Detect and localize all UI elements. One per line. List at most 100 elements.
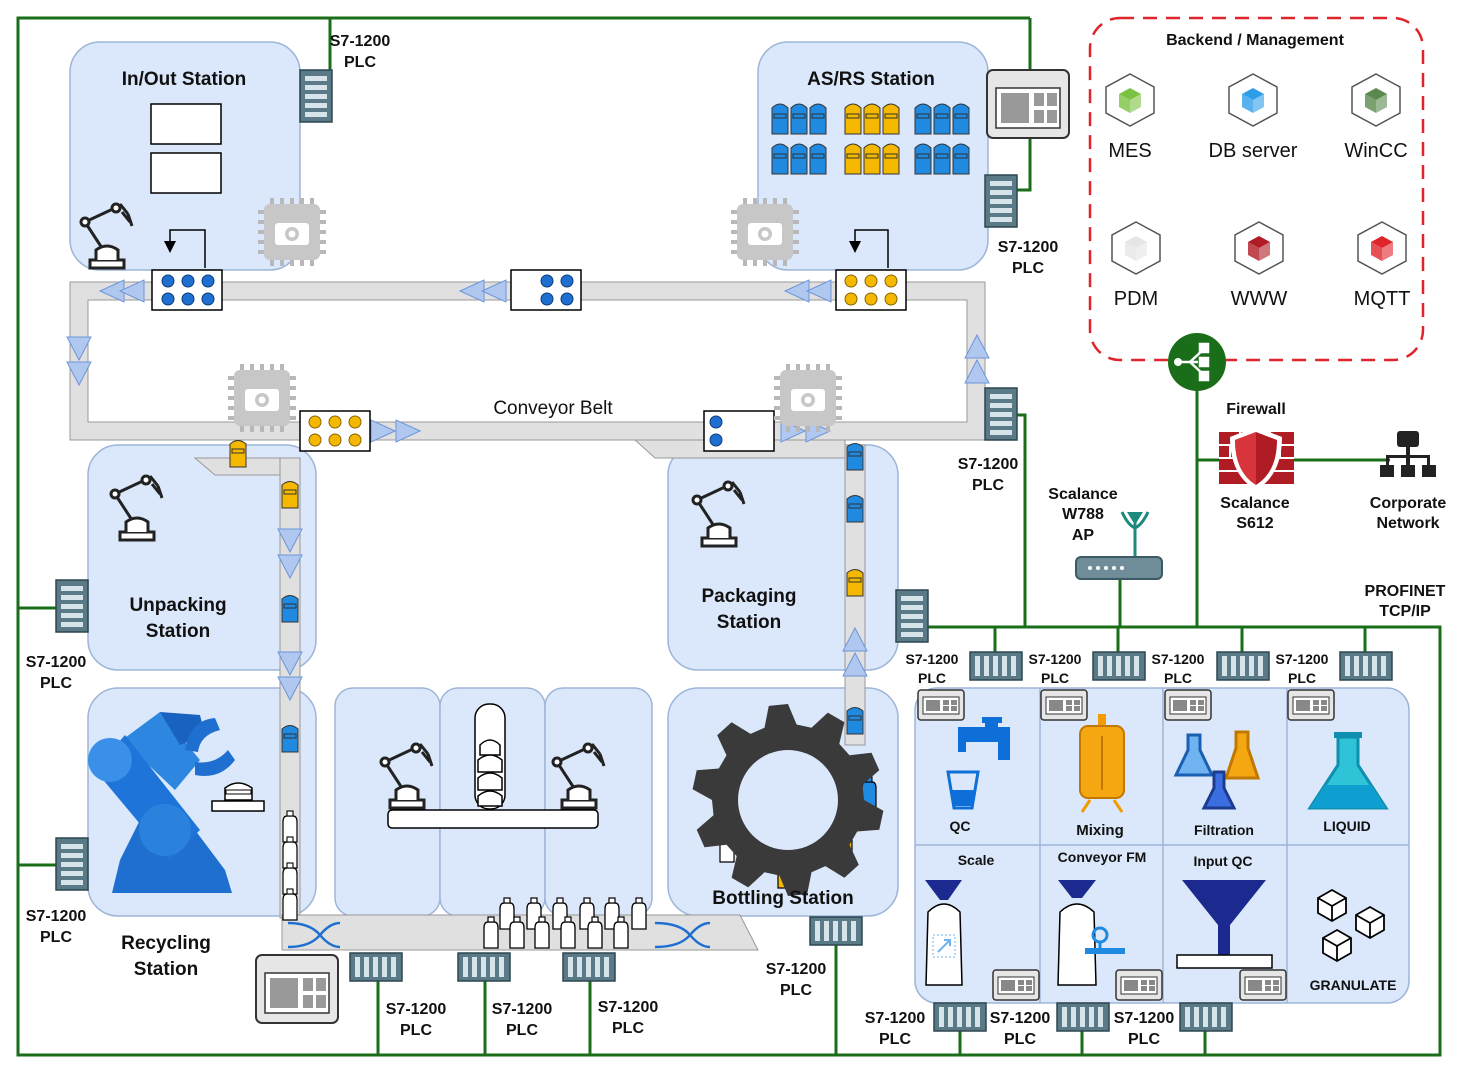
hmi-panel-icon[interactable] [992, 969, 1040, 1001]
plc-icon[interactable] [1216, 651, 1270, 681]
plc-label: PLC [1012, 260, 1044, 277]
plc-icon[interactable] [1339, 651, 1393, 681]
inout-station-label: In/Out Station [122, 69, 247, 90]
cubes-icon [1317, 888, 1385, 963]
module-label: Input QC [1193, 853, 1252, 869]
robot-arm-icon [551, 742, 606, 810]
camera-icon [774, 364, 842, 432]
corporate-label-1: Corporate [1370, 495, 1447, 512]
container-icon [844, 103, 862, 135]
plc-label: PLC [972, 477, 1004, 494]
container-icon [281, 481, 299, 509]
plc-label: PLC [506, 1022, 538, 1039]
carrier-asrs [835, 269, 907, 311]
plc-icon[interactable] [55, 579, 89, 633]
plc-label: PLC [40, 929, 72, 946]
firewall-label: Firewall [1226, 401, 1286, 418]
hmi-panel-icon[interactable] [917, 689, 965, 721]
wifi-ap-icon[interactable] [1075, 511, 1163, 580]
hmi-panel-icon[interactable] [1115, 969, 1163, 1001]
server-cube-icon[interactable] [1228, 73, 1278, 127]
scalance-w788-label-3: AP [1072, 527, 1095, 544]
plc-label: S7-1200 [492, 1001, 553, 1018]
hmi-panel-icon[interactable] [1239, 969, 1287, 1001]
faucet-icon [946, 717, 1010, 810]
gear-icon [692, 704, 884, 896]
conveyor-belt-label: Conveyor Belt [493, 398, 613, 419]
firewall-icon[interactable] [1219, 427, 1294, 490]
plc-label: S7-1200 [958, 456, 1019, 473]
plc-icon[interactable] [984, 174, 1018, 228]
packaging-label-2: Station [717, 612, 781, 633]
server-cube-icon[interactable] [1357, 221, 1407, 275]
plc-icon[interactable] [809, 916, 863, 946]
inout-transfer-arrow [164, 229, 206, 268]
corporate-label-2: Network [1376, 515, 1439, 532]
plc-icon[interactable] [1056, 1002, 1110, 1032]
assembly-cell [387, 703, 599, 829]
robot-arm-icon [109, 474, 164, 542]
scalance-s612-label-1: Scalance [1220, 495, 1289, 512]
container-icon [863, 103, 881, 135]
server-cube-icon[interactable] [1351, 73, 1401, 127]
plc-label: PLC [780, 982, 812, 999]
packaging-label-1: Packaging [701, 586, 796, 607]
container-icon [844, 143, 862, 175]
backend-item-label: MES [1108, 140, 1151, 162]
network-icon[interactable] [1380, 431, 1436, 477]
plc-label: S7-1200 [906, 651, 959, 667]
module-label: GRANULATE [1310, 977, 1397, 993]
hub-icon[interactable] [1168, 333, 1226, 391]
funnel-icon [1176, 880, 1273, 969]
plc-label: PLC [1288, 670, 1316, 686]
plc-label: S7-1200 [1029, 651, 1082, 667]
plc-icon[interactable] [1179, 1002, 1233, 1032]
plc-icon[interactable] [895, 589, 929, 643]
flowmeter-icon [1057, 880, 1125, 986]
server-cube-icon[interactable] [1105, 73, 1155, 127]
robot-arm-icon [379, 742, 434, 810]
asrs-transfer-arrow [849, 229, 889, 268]
unpacking-label-2: Station [146, 621, 210, 642]
plc-icon[interactable] [349, 952, 403, 982]
server-cube-icon[interactable] [1111, 221, 1161, 275]
server-cube-icon[interactable] [1234, 221, 1284, 275]
container-icon [771, 143, 789, 175]
module-label: QC [950, 818, 971, 834]
profinet-label-1: PROFINET [1365, 583, 1446, 600]
container-icon [809, 103, 827, 135]
camera-icon [258, 198, 326, 266]
recycling-label-1: Recycling [121, 933, 211, 954]
hmi-panel-icon[interactable] [255, 954, 339, 1024]
plc-icon[interactable] [55, 837, 89, 891]
backend-group [1088, 16, 1425, 362]
carrier-inout [151, 269, 223, 311]
hmi-panel-icon[interactable] [1164, 689, 1212, 721]
plc-icon[interactable] [1092, 651, 1146, 681]
container-icon [952, 143, 970, 175]
plc-label: PLC [1004, 1031, 1036, 1048]
backend-item-label: PDM [1114, 288, 1158, 310]
plc-label: PLC [40, 675, 72, 692]
carrier-middle-top [510, 269, 582, 311]
carrier-packaging [703, 410, 775, 452]
container-icon [882, 143, 900, 175]
backend-item-label: WinCC [1344, 140, 1407, 162]
plc-label: S7-1200 [1114, 1010, 1175, 1027]
plc-icon[interactable] [562, 952, 616, 982]
container-icon [933, 143, 951, 175]
hmi-panel-icon[interactable] [1040, 689, 1088, 721]
plc-icon[interactable] [969, 651, 1023, 681]
plc-icon[interactable] [933, 1002, 987, 1032]
plc-icon[interactable] [984, 387, 1018, 441]
hmi-panel-icon[interactable] [986, 69, 1070, 139]
module-label: Mixing [1076, 822, 1124, 839]
robot-arm-icon [691, 480, 746, 548]
plc-label: S7-1200 [990, 1010, 1051, 1027]
plc-icon[interactable] [299, 69, 333, 123]
container-icon [281, 595, 299, 623]
plc-icon[interactable] [457, 952, 511, 982]
scalance-s612-label-2: S612 [1236, 515, 1273, 532]
hmi-panel-icon[interactable] [1287, 689, 1335, 721]
backend-title: Backend / Management [1166, 32, 1345, 49]
